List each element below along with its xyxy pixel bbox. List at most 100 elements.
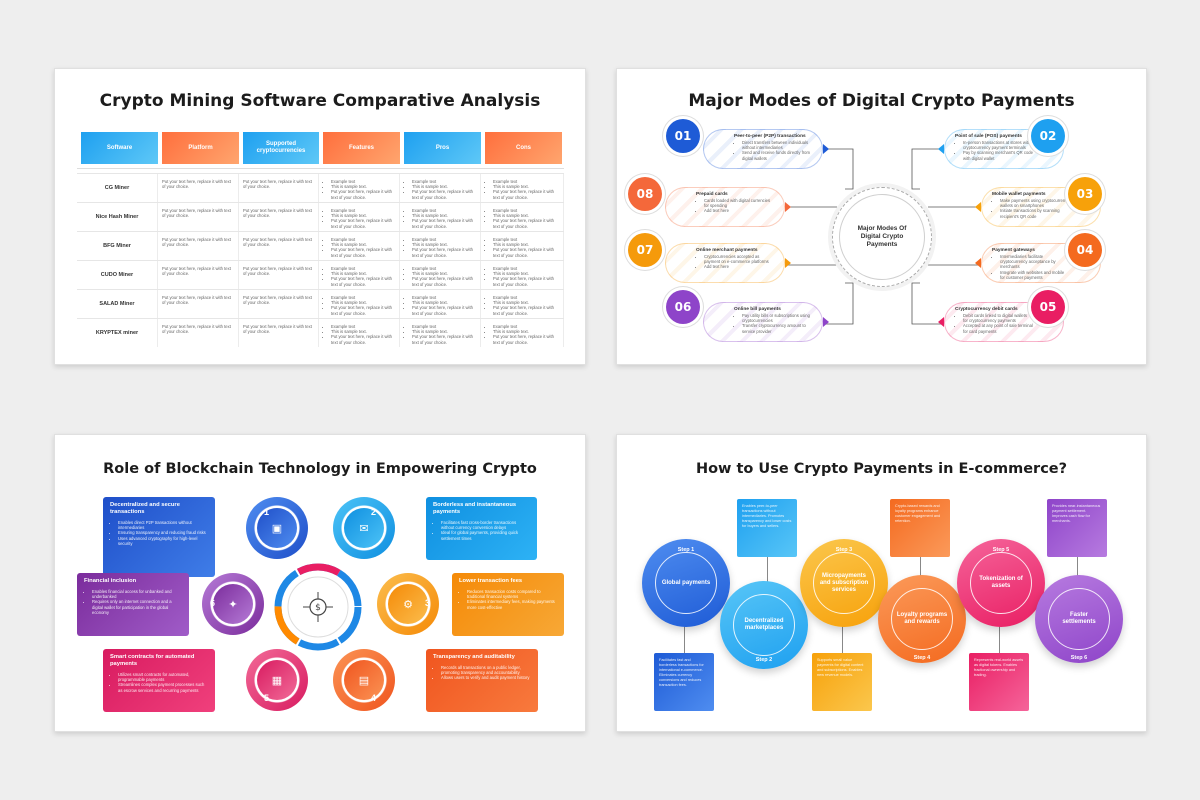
pointer-arrow xyxy=(785,202,791,212)
bullet-item: Example text xyxy=(493,266,559,271)
note-connector xyxy=(999,621,1000,653)
bullet-item: Example text xyxy=(493,237,559,242)
slide-digital-crypto-payments[interactable]: Major Modes of Digital Crypto Payments M… xyxy=(616,68,1147,365)
bullet-item: Put your text here, replace it with text… xyxy=(493,334,559,344)
card-title: Transparency and auditability xyxy=(433,654,515,660)
slide-blockchain-role[interactable]: Role of Blockchain Technology in Empower… xyxy=(54,434,586,732)
card-point: Requires only an internet connection and… xyxy=(92,599,182,615)
card-point: Ideal for global payments, providing qui… xyxy=(441,530,530,540)
placeholder-text: Put your text here, replace it with text… xyxy=(162,266,231,277)
mode-title: Mobile wallet payments xyxy=(992,192,1046,197)
mode-point: Add text here xyxy=(704,264,774,269)
card-title: Smart contracts for automated payments xyxy=(110,654,195,667)
mode-point: Add text here xyxy=(704,208,774,213)
benefit-card[interactable]: Smart contracts for automated paymentsUt… xyxy=(103,649,215,712)
mode-title: Payment gateways xyxy=(992,248,1035,253)
card-point: Enables financial access for unbanked an… xyxy=(92,589,182,599)
step-petal[interactable]: ▣1 xyxy=(246,497,308,559)
benefit-card[interactable]: Borderless and instantaneous paymentsFac… xyxy=(426,497,537,560)
table-cell: Put your text here, replace it with text… xyxy=(239,261,319,289)
bullet-item: This is sample text. xyxy=(493,271,559,276)
mode-title: Point of sale (POS) payments xyxy=(955,134,1022,139)
bullet-item: Put your text here, replace it with text… xyxy=(331,218,395,228)
bullet-item: This is sample text. xyxy=(331,300,395,305)
step-petal[interactable]: ✉2 xyxy=(333,497,395,559)
petal-icon: ✉ xyxy=(344,508,384,548)
bullet-item: Put your text here, replace it with text… xyxy=(331,247,395,257)
bullet-list: Example textThis is sample text.Put your… xyxy=(485,295,559,316)
table-cell: Put your text here, replace it with text… xyxy=(239,203,319,231)
card-point: Eliminates intermediary fees, making pay… xyxy=(467,599,557,609)
column-header[interactable]: Software xyxy=(81,132,158,164)
mode-number-badge: 04 xyxy=(1068,233,1102,267)
bullet-item: This is sample text. xyxy=(412,329,476,334)
column-header[interactable]: Supported cryptocurrencies xyxy=(243,132,319,164)
petal-number: 4 xyxy=(371,693,377,703)
bullet-item: Put your text here, replace it with text… xyxy=(412,305,476,315)
card-title: Financial inclusion xyxy=(84,578,137,584)
benefit-card[interactable]: Financial inclusionEnables financial acc… xyxy=(77,573,189,636)
mode-number-badge: 01 xyxy=(666,119,700,153)
mode-point: Transfer cryptocurrency amount to servic… xyxy=(742,323,812,333)
bullet-item: Example text xyxy=(331,266,395,271)
center-ring: $ xyxy=(274,563,362,651)
payment-mode-card[interactable]: Online bill paymentsPay utility bills or… xyxy=(703,302,823,342)
payment-mode-card[interactable]: Prepaid cardsCards loaded with digital c… xyxy=(665,187,785,227)
bullet-list: Example textThis is sample text.Put your… xyxy=(485,266,559,287)
column-header[interactable]: Pros xyxy=(404,132,481,164)
slide-crypto-mining-comparison[interactable]: Crypto Mining Software Comparative Analy… xyxy=(54,68,586,365)
bullet-item: This is sample text. xyxy=(412,213,476,218)
card-point: Records all transactions on a public led… xyxy=(441,665,531,675)
pointer-arrow xyxy=(975,258,981,268)
step-name: Faster settlements xyxy=(1048,588,1110,650)
mode-title: Cryptocurrency debit cards xyxy=(955,307,1018,312)
step-petal[interactable]: ▤4 xyxy=(333,649,395,711)
placeholder-text: Put your text here, replace it with text… xyxy=(162,237,231,248)
payment-mode-card[interactable]: Online merchant paymentsCryptocurrencies… xyxy=(665,243,785,283)
table-cell: Put your text here, replace it with text… xyxy=(239,319,319,347)
table-cell: Example textThis is sample text.Put your… xyxy=(400,261,481,289)
step-petal[interactable]: ▦5 xyxy=(246,649,308,711)
benefit-card[interactable]: Lower transaction feesReduces transactio… xyxy=(452,573,564,636)
step-name: Tokenization of assets xyxy=(970,552,1032,614)
placeholder-text: Put your text here, replace it with text… xyxy=(243,266,312,277)
bullet-list: Example textThis is sample text.Put your… xyxy=(485,237,559,258)
benefit-card[interactable]: Transparency and auditabilityRecords all… xyxy=(426,649,538,712)
table-cell: Example textThis is sample text.Put your… xyxy=(319,232,400,260)
table-cell: Put your text here, replace it with text… xyxy=(158,174,239,202)
table-cell: Put your text here, replace it with text… xyxy=(158,290,239,318)
bullet-list: Example textThis is sample text.Put your… xyxy=(485,208,559,229)
step-petal[interactable]: ⚙3 xyxy=(377,573,439,635)
card-point: Enables direct P2P transactions without … xyxy=(118,520,208,530)
mode-point: Accepted at any point of sale terminal f… xyxy=(963,323,1033,333)
table-cell: Example textThis is sample text.Put your… xyxy=(400,203,481,231)
pointer-arrow xyxy=(823,144,829,154)
pointer-arrow xyxy=(823,317,829,327)
bullet-item: This is sample text. xyxy=(331,271,395,276)
bullet-item: Example text xyxy=(331,295,395,300)
slide-ecommerce-crypto[interactable]: How to Use Crypto Payments in E-commerce… xyxy=(616,434,1147,732)
column-header[interactable]: Features xyxy=(323,132,400,164)
benefit-card[interactable]: Decentralized and secure transactionsEna… xyxy=(103,497,215,577)
step-petal[interactable]: ✦6 xyxy=(202,573,264,635)
step-note: Crypto-based rewards and loyalty program… xyxy=(890,499,950,557)
column-header[interactable]: Cons xyxy=(485,132,562,164)
payment-mode-card[interactable]: Peer-to-peer (P2P) transactionsDirect tr… xyxy=(703,129,823,169)
mode-point: Cards loaded with digital currencies for… xyxy=(704,198,774,208)
column-header[interactable]: Platform xyxy=(162,132,239,164)
bullet-item: This is sample text. xyxy=(412,300,476,305)
table-cell: CG Miner xyxy=(77,174,158,202)
bullet-item: Put your text here, replace it with text… xyxy=(412,247,476,257)
step-note: Facilitates fast and borderless transact… xyxy=(654,653,714,711)
mode-number-badge: 06 xyxy=(666,290,700,324)
note-connector xyxy=(684,621,685,653)
step-name: Global payments xyxy=(655,552,717,614)
